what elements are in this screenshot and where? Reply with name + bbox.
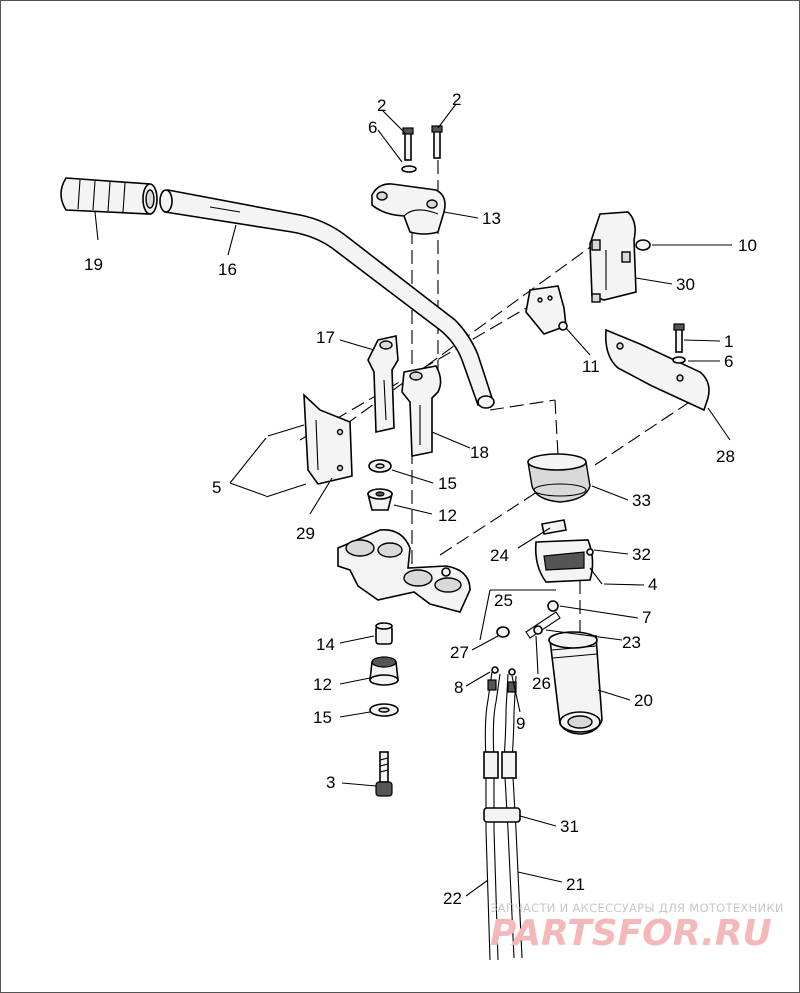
switch-housing-lower xyxy=(604,328,710,412)
callout-14: 14 xyxy=(316,635,335,654)
callout-26: 26 xyxy=(532,674,551,693)
callout-13: 13 xyxy=(482,209,501,228)
screw-4 xyxy=(589,567,603,585)
callout-12-lower: 12 xyxy=(313,675,332,694)
callout-2-right: 2 xyxy=(452,90,461,109)
o-ring xyxy=(635,239,651,251)
callout-9: 9 xyxy=(516,714,525,733)
callout-23: 23 xyxy=(622,633,641,652)
callout-32: 32 xyxy=(632,545,651,564)
callout-30: 30 xyxy=(676,275,695,294)
callout-22: 22 xyxy=(443,889,462,908)
callout-12-upper: 12 xyxy=(438,506,457,525)
callout-4: 4 xyxy=(648,575,657,594)
callout-15-lower: 15 xyxy=(313,708,332,727)
callout-19: 19 xyxy=(84,255,103,274)
callout-31: 31 xyxy=(560,817,579,836)
cover-screws xyxy=(229,424,307,498)
callout-29: 29 xyxy=(296,524,315,543)
bracket-11 xyxy=(525,285,568,335)
leader-lines xyxy=(94,103,732,897)
callout-11: 11 xyxy=(582,357,600,376)
spacer-24 xyxy=(541,519,567,535)
callout-7: 7 xyxy=(642,608,651,627)
top-clamp xyxy=(371,183,446,235)
throttle-cables xyxy=(483,666,523,961)
callout-24: 24 xyxy=(490,546,509,565)
callout-8: 8 xyxy=(454,678,463,697)
callout-6-top: 6 xyxy=(368,118,377,137)
riser-cover xyxy=(303,393,353,485)
callout-27: 27 xyxy=(450,643,469,662)
callout-labels: 1 2 2 3 4 5 6 6 7 8 9 10 11 12 12 13 14 … xyxy=(84,90,757,908)
upper-bushing-stack xyxy=(366,459,394,511)
lower-bushing-stack xyxy=(369,622,399,797)
callout-18: 18 xyxy=(470,443,489,462)
watermark: ЗАПЧАСТИ И АКСЕССУАРЫ ДЛЯ МОТОТЕХНИКИ PA… xyxy=(490,901,784,954)
throttle-housing-32 xyxy=(534,539,594,583)
throttle-grip xyxy=(548,631,603,735)
callout-3: 3 xyxy=(326,773,335,792)
switch-housing-upper xyxy=(589,211,637,303)
watermark-tagline: ЗАПЧАСТИ И АКСЕССУАРЫ ДЛЯ МОТОТЕХНИКИ xyxy=(490,901,784,915)
friction-parts xyxy=(479,589,561,641)
callout-20: 20 xyxy=(634,691,653,710)
callout-6-right: 6 xyxy=(724,352,733,371)
callout-33: 33 xyxy=(632,491,651,510)
throttle-cap xyxy=(527,453,591,503)
callout-1: 1 xyxy=(724,332,733,351)
callout-25: 25 xyxy=(494,591,513,610)
fork-bracket xyxy=(337,529,471,613)
riser-left xyxy=(367,335,399,433)
left-grip xyxy=(60,177,158,215)
callout-17: 17 xyxy=(316,328,335,347)
callout-10: 10 xyxy=(738,236,757,255)
callout-5: 5 xyxy=(212,478,221,497)
callout-16: 16 xyxy=(218,260,237,279)
callout-28: 28 xyxy=(716,447,735,466)
housing-screw xyxy=(672,323,686,364)
handlebar xyxy=(159,189,495,409)
riser-right xyxy=(401,365,442,457)
callout-2-left: 2 xyxy=(377,96,386,115)
callout-21: 21 xyxy=(566,875,585,894)
callout-15-upper: 15 xyxy=(438,474,457,493)
clamp-bolts xyxy=(401,125,443,173)
watermark-logo: PARTSFOR.RU xyxy=(490,913,772,954)
